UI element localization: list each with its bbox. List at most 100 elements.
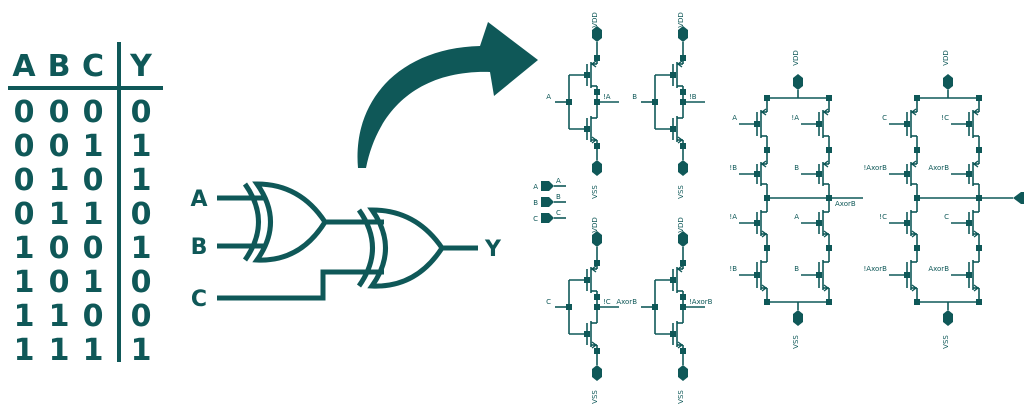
gate-label: B xyxy=(794,265,799,273)
junction-node xyxy=(826,195,832,201)
table-cell: 1 xyxy=(14,333,35,368)
table-cell: 1 xyxy=(49,299,70,334)
pmos-arrow-icon xyxy=(676,60,683,68)
junction-node xyxy=(594,99,600,105)
xor-gate-1 xyxy=(252,181,328,263)
vdd-label: VDD xyxy=(591,12,599,28)
nmos-arrow-icon xyxy=(911,230,918,238)
port-icon xyxy=(541,197,554,207)
junction-node xyxy=(584,331,590,337)
table-cell: 0 xyxy=(14,163,35,198)
pmos-arrow-icon xyxy=(972,160,979,168)
gate-label: !A xyxy=(791,114,799,122)
input-a-label: A xyxy=(190,187,207,212)
transistor-schematics: VDD VSS A !A VDD VSS B !B VDD VSS C !C VDD VSS AxorB !A… xyxy=(533,12,1024,404)
pmos-arrow-icon xyxy=(910,108,917,116)
table-cell: 0 xyxy=(49,231,70,266)
inverter-input-label: B xyxy=(632,93,637,101)
gate-label: A xyxy=(794,213,799,221)
output-port-icon xyxy=(1013,192,1024,204)
vss-label: VSS xyxy=(942,335,950,349)
inverter-output-label: !B xyxy=(689,93,697,101)
vss-label: VSS xyxy=(677,390,685,404)
junction-node xyxy=(966,220,972,226)
junction-node xyxy=(816,121,822,127)
table-cell: 0 xyxy=(83,163,104,198)
inverter-output-label: !C xyxy=(603,298,611,306)
nmos-arrow-icon xyxy=(973,284,980,292)
inverter-input-label: A xyxy=(546,93,551,101)
pmos-transistor xyxy=(968,106,980,142)
vdd-label: VDD xyxy=(591,217,599,233)
vss-label: VSS xyxy=(792,335,800,349)
gate-label: !C xyxy=(879,213,887,221)
table-cell: 0 xyxy=(83,95,104,130)
port-label-left: C xyxy=(533,215,538,223)
table-cell: 0 xyxy=(131,299,152,334)
xor-gate-1-back xyxy=(242,182,261,262)
vss-terminal-icon xyxy=(678,160,688,176)
table-cell: 0 xyxy=(49,95,70,130)
port-icon xyxy=(541,213,554,223)
vss-terminal-icon xyxy=(678,365,688,381)
junction-node xyxy=(904,171,910,177)
junction-node xyxy=(754,121,760,127)
table-cell: 0 xyxy=(14,129,35,164)
vdd-terminal-icon xyxy=(678,231,688,247)
pmos-arrow-icon xyxy=(590,60,597,68)
table-cell: 1 xyxy=(131,231,152,266)
port-label-right: A xyxy=(556,177,561,185)
gate-label: !A xyxy=(729,213,737,221)
port-icon xyxy=(541,181,554,191)
gate-label: !AxorB xyxy=(864,164,888,172)
inverter-input-label: C xyxy=(546,298,551,306)
nmos-arrow-icon xyxy=(761,230,768,238)
table-cell: 0 xyxy=(83,299,104,334)
header-b: B xyxy=(48,49,71,84)
input-c-label: C xyxy=(191,287,207,312)
vss-label: VSS xyxy=(677,185,685,199)
table-cell: 0 xyxy=(49,265,70,300)
pmos-transistor xyxy=(818,158,830,190)
gate-label: C xyxy=(944,213,949,221)
vdd-label: VDD xyxy=(677,217,685,233)
pmos-arrow-icon xyxy=(590,265,597,273)
pmos-arrow-icon xyxy=(760,108,767,116)
pmos-arrow-icon xyxy=(910,160,917,168)
junction-node xyxy=(816,220,822,226)
table-cell: 0 xyxy=(131,265,152,300)
vdd-terminal-icon xyxy=(793,74,803,90)
junction-node xyxy=(670,331,676,337)
table-cell: 1 xyxy=(83,265,104,300)
junction-node xyxy=(966,121,972,127)
junction-node xyxy=(584,277,590,283)
vdd-terminal-icon xyxy=(943,74,953,90)
port-label-right: C xyxy=(556,209,561,217)
vss-terminal-icon xyxy=(943,310,953,326)
vdd-terminal-icon xyxy=(678,26,688,42)
pmos-arrow-icon xyxy=(972,108,979,116)
table-cell: 1 xyxy=(14,265,35,300)
table-cell: 0 xyxy=(49,129,70,164)
table-cell: 1 xyxy=(14,231,35,266)
port-label-left: B xyxy=(533,199,538,207)
vss-terminal-icon xyxy=(592,365,602,381)
nmos-arrow-icon xyxy=(677,136,684,144)
junction-node xyxy=(754,272,760,278)
table-cell: 1 xyxy=(14,299,35,334)
nmos-arrow-icon xyxy=(973,230,980,238)
table-cell: 0 xyxy=(83,231,104,266)
pmos-transistor xyxy=(756,158,768,190)
inverter-input-label: AxorB xyxy=(616,298,637,306)
table-cell: 1 xyxy=(83,333,104,368)
vdd-label: VDD xyxy=(792,50,800,66)
junction-node xyxy=(566,99,572,105)
transform-arrow-icon xyxy=(357,22,538,168)
junction-node xyxy=(670,126,676,132)
gate-label: !B xyxy=(729,164,737,172)
nmos-transistor xyxy=(818,256,830,294)
